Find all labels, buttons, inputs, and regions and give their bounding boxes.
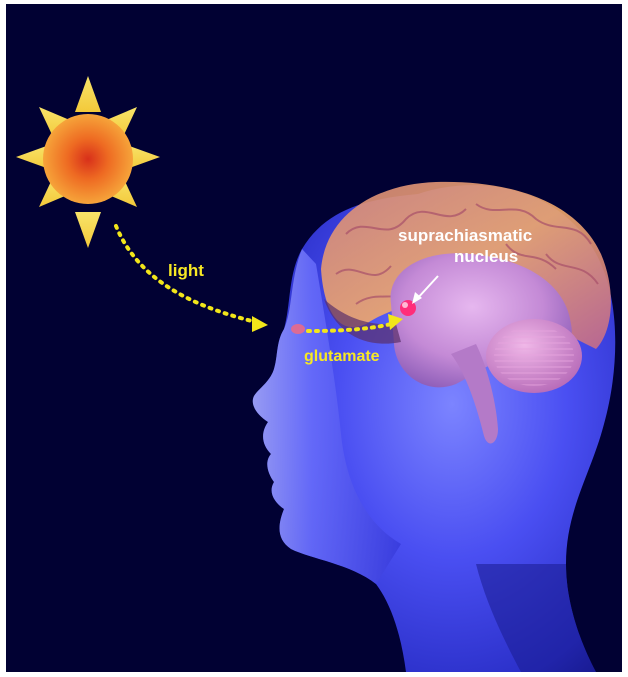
diagram-canvas: light glutamate suprachiasmatic nucleus xyxy=(6,4,622,672)
sun-icon xyxy=(16,76,160,248)
scn-label-line2: nucleus xyxy=(454,247,518,266)
scn-label-line1: suprachiasmatic xyxy=(398,226,532,245)
diagram-frame: light glutamate suprachiasmatic nucleus xyxy=(6,4,622,672)
light-label: light xyxy=(168,261,204,280)
glutamate-label: glutamate xyxy=(304,348,380,365)
eye xyxy=(291,324,305,334)
